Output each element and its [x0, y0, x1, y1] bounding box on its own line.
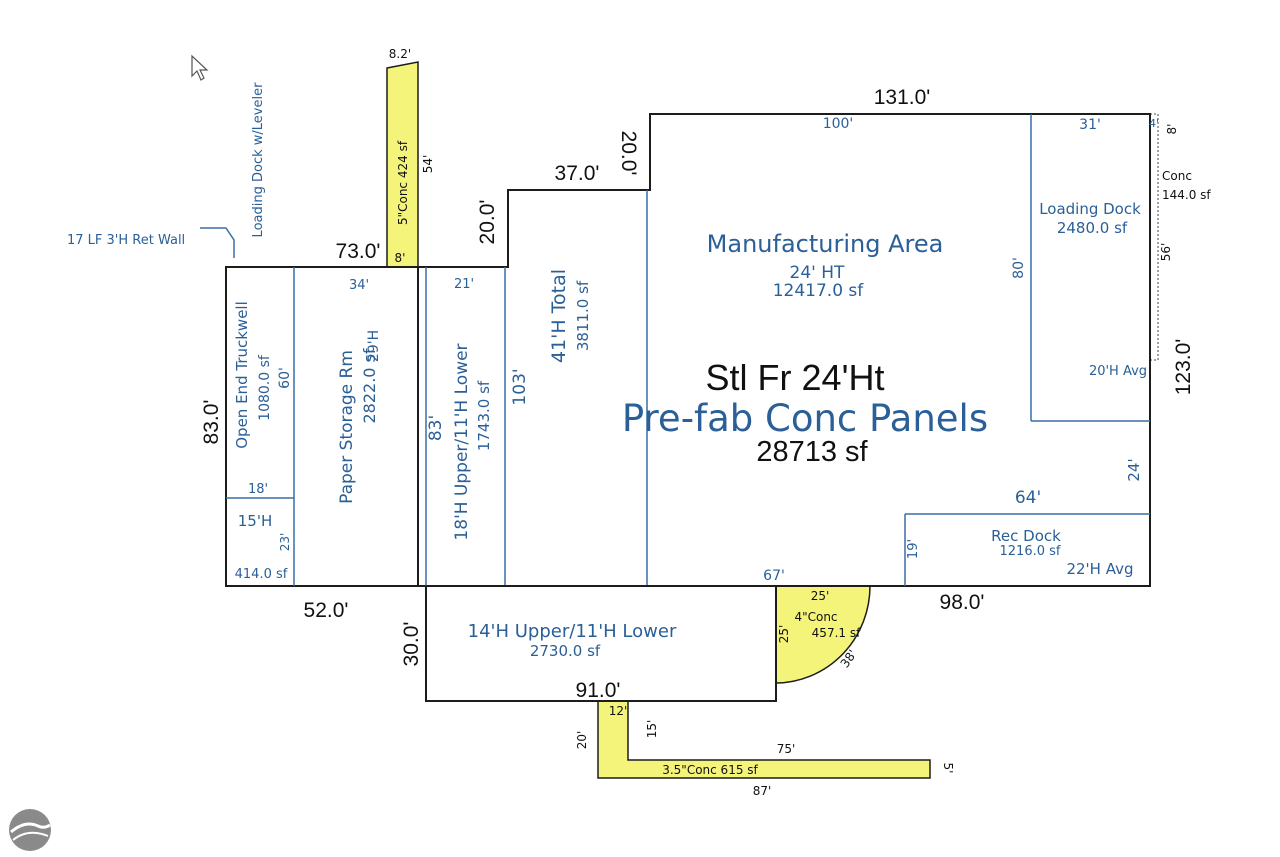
quarter-concrete-pad: [775, 585, 871, 684]
dim-bottom-right: 98.0': [940, 591, 985, 614]
quarter-conc-label: 4"Conc: [794, 610, 837, 624]
truckwell-dim-bottom: 18': [248, 482, 268, 497]
l-conc-label: 3.5"Conc 615 sf: [662, 763, 758, 777]
upper-lower-18-dim-top: 21': [454, 277, 474, 292]
top-conc-dim-top: 8.2': [389, 47, 411, 61]
quarter-conc-area: 457.1 sf: [812, 626, 861, 640]
dim-step-h: 37.0': [555, 162, 600, 185]
top-conc-dim-bottom: 8': [395, 251, 406, 265]
manufacturing-name: Manufacturing Area: [707, 230, 944, 258]
ret-wall-label: 17 LF 3'H Ret Wall: [67, 233, 185, 248]
l-conc-dim-v-b: 15': [645, 720, 659, 739]
mouse-pointer-icon: [191, 54, 209, 81]
loading-dock-name: Loading Dock: [1039, 200, 1141, 218]
leveler-label: Loading Dock w/Leveler: [251, 82, 266, 238]
dim-right: 123.0': [1172, 339, 1195, 396]
quarter-conc-dim-side: 25': [777, 625, 791, 644]
total-41-name: 41'H Total: [548, 269, 570, 363]
upper-lower-18-dim-side: 83': [426, 415, 446, 441]
landscape-logo-icon: [9, 809, 51, 851]
panels-label: Pre-fab Conc Panels: [622, 397, 988, 440]
l-conc-dim-top-a: 12': [609, 704, 628, 718]
truckwell-dim-side: 60': [277, 367, 293, 389]
dim-bottom-mid: 91.0': [576, 679, 621, 702]
l-conc-dim-bottom: 87': [753, 784, 772, 798]
lower-wing-dim-top: 67': [763, 568, 785, 584]
l-concrete-pad: [597, 700, 931, 779]
quarter-conc-dim-top: 25': [811, 589, 830, 603]
dim-left: 83.0': [200, 400, 223, 445]
right-conc-dim-mid: 56': [1159, 243, 1173, 262]
loading-dock-dim-left: 80': [1011, 257, 1027, 279]
retaining-wall-line: [200, 227, 235, 258]
upper-lower-18-name: 18'H Upper/11'H Lower: [452, 343, 472, 540]
right-conc-label: Conc: [1162, 169, 1192, 183]
rec-dock-height: 22'H Avg: [1066, 560, 1133, 578]
paper-storage-area: 2822.0 sf: [360, 348, 379, 423]
right-conc-dim-side: 8': [1165, 124, 1179, 135]
dim-lower-wing: 30.0': [400, 622, 423, 667]
paper-storage-name: Paper Storage Rm: [337, 350, 357, 504]
dim-top: 131.0': [874, 86, 931, 109]
construction-label: Stl Fr 24'Ht: [706, 357, 885, 398]
lower-wing-name: 14'H Upper/11'H Lower: [468, 621, 677, 642]
lower-wing-area: 2730.0 sf: [530, 642, 601, 660]
total-area-label: 28713 sf: [756, 436, 868, 468]
truckwell-area: 1080.0 sf: [257, 354, 273, 421]
small-room-height: 15'H: [238, 512, 273, 530]
truckwell-name: Open End Truckwell: [233, 301, 251, 449]
paper-storage-dim-top: 34': [349, 278, 369, 293]
manufacturing-height: 24' HT: [790, 263, 845, 283]
total-41-dim-side: 103': [510, 368, 530, 405]
dim-top-left: 73.0': [336, 240, 381, 263]
rec-dock-dim-right: 24': [1125, 458, 1143, 481]
manufacturing-dim-top: 100': [823, 116, 854, 132]
rec-dock-dim-top: 64': [1015, 488, 1041, 508]
paper-storage-height: 29'H: [366, 330, 382, 362]
small-room-dim-side: 23': [278, 533, 292, 552]
top-conc-dim-side: 54': [421, 155, 435, 174]
dim-step-upper: 20.0': [617, 131, 640, 176]
right-concrete-strip: [1149, 113, 1159, 361]
loading-dock-dim-top: 31': [1079, 117, 1101, 133]
top-conc-label: 5"Conc 424 sf: [396, 140, 410, 225]
total-41-area: 3811.0 sf: [574, 280, 592, 351]
l-conc-dim-v-a: 20': [575, 731, 589, 750]
loading-dock-height: 20'H Avg: [1089, 364, 1147, 379]
right-conc-area: 144.0 sf: [1162, 188, 1211, 202]
right-conc-dim-top: 4': [1149, 117, 1159, 130]
rec-dock-name: Rec Dock: [991, 527, 1061, 545]
l-conc-dim-end: 5': [941, 763, 955, 774]
l-conc-dim-top-b: 75': [777, 742, 796, 756]
dim-step-lower: 20.0': [476, 200, 499, 245]
rec-dock-area: 1216.0 sf: [1000, 544, 1061, 559]
dim-bottom-left: 52.0': [304, 599, 349, 622]
small-room-area: 414.0 sf: [235, 567, 288, 582]
manufacturing-area: 12417.0 sf: [773, 281, 865, 301]
upper-lower-18-area: 1743.0 sf: [475, 380, 493, 451]
loading-dock-area: 2480.0 sf: [1057, 219, 1128, 237]
interior-walls: [226, 114, 1150, 587]
rec-dock-dim-left: 19': [906, 539, 921, 559]
